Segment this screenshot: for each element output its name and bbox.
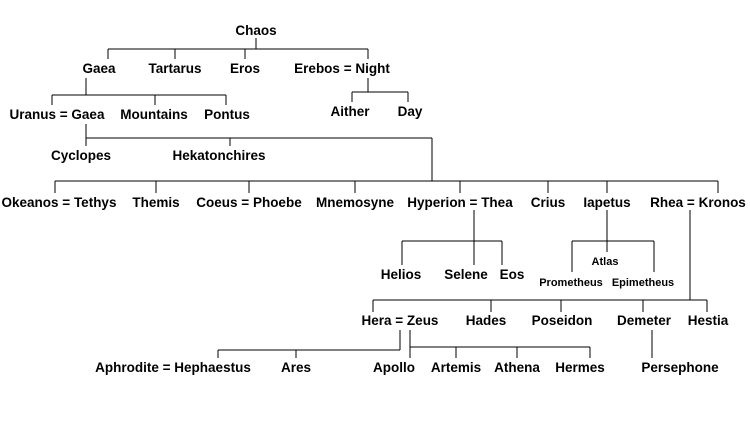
node-artemis: Artemis (431, 360, 481, 375)
node-eros: Eros (230, 61, 260, 76)
node-poseidon: Poseidon (532, 313, 593, 328)
node-hestia: Hestia (688, 313, 729, 328)
node-cyclopes: Cyclopes (51, 148, 111, 163)
node-gaea: Gaea (82, 61, 116, 76)
node-day: Day (398, 104, 423, 119)
node-selene: Selene (444, 267, 488, 282)
node-mountains: Mountains (120, 107, 188, 122)
node-uranus-gaea: Uranus = Gaea (10, 107, 105, 122)
node-labels: Chaos Gaea Tartarus Eros Erebos = Night … (2, 23, 746, 375)
node-tartarus: Tartarus (148, 61, 201, 76)
node-hades: Hades (466, 313, 507, 328)
node-mnemosyne: Mnemosyne (316, 195, 395, 210)
node-athena: Athena (494, 360, 540, 375)
node-rhea-kronos: Rhea = Kronos (650, 195, 746, 210)
node-epimetheus: Epimetheus (612, 277, 674, 289)
node-iapetus: Iapetus (583, 195, 630, 210)
node-aphrodite-hephaestus: Aphrodite = Hephaestus (95, 360, 251, 375)
node-chaos: Chaos (235, 23, 276, 38)
node-ares: Ares (281, 360, 311, 375)
node-hekatonchires: Hekatonchires (172, 148, 265, 163)
node-crius: Crius (531, 195, 566, 210)
node-erebos-night: Erebos = Night (294, 61, 390, 76)
node-hyperion-thea: Hyperion = Thea (407, 195, 513, 210)
node-aither: Aither (330, 104, 370, 119)
node-okeanos-tethys: Okeanos = Tethys (2, 195, 117, 210)
node-coeus-phoebe: Coeus = Phoebe (196, 195, 302, 210)
node-themis: Themis (132, 195, 179, 210)
node-apollo: Apollo (373, 360, 415, 375)
node-helios: Helios (381, 267, 422, 282)
connector-lines (51, 38, 719, 358)
node-eos: Eos (500, 267, 525, 282)
node-persephone: Persephone (641, 360, 719, 375)
node-prometheus: Prometheus (539, 277, 603, 289)
node-atlas: Atlas (592, 256, 619, 268)
node-demeter: Demeter (617, 313, 672, 328)
node-hermes: Hermes (555, 360, 605, 375)
node-hera-zeus: Hera = Zeus (362, 313, 439, 328)
node-pontus: Pontus (204, 107, 250, 122)
